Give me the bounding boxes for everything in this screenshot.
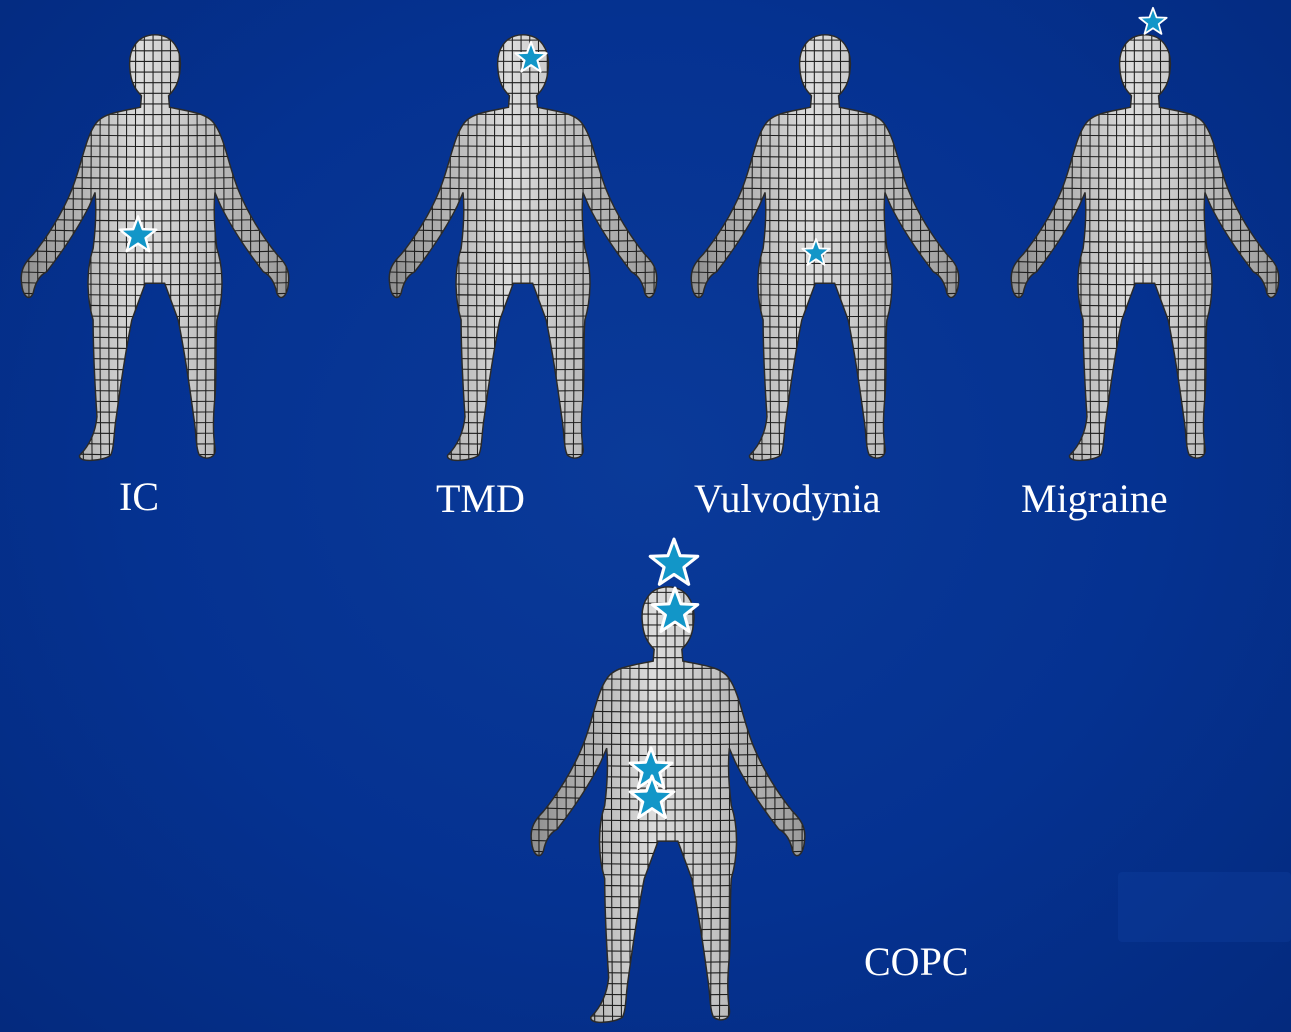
star-icon-ic-abdomen [118,214,158,254]
star-icon-migraine-head [1138,6,1168,36]
label-migraine: Migraine [1021,479,1168,519]
star-icon-tmd-jaw [514,40,548,74]
star-icon-copc-head [648,536,700,588]
star-icon-copc-pelvis [628,773,676,821]
body-figure-tmd [378,25,668,470]
faint-overlay [1118,872,1291,942]
star-icon-copc-jaw [650,585,700,635]
label-ic: IC [119,477,159,517]
body-figure-migraine [1000,25,1290,470]
wireframe-body [1000,25,1290,470]
star-icon-vulvodynia-pelvis [801,237,831,267]
label-vulvodynia: Vulvodynia [694,479,880,519]
label-copc: COPC [864,942,969,982]
label-tmd: TMD [436,479,525,519]
wireframe-body [378,25,668,470]
